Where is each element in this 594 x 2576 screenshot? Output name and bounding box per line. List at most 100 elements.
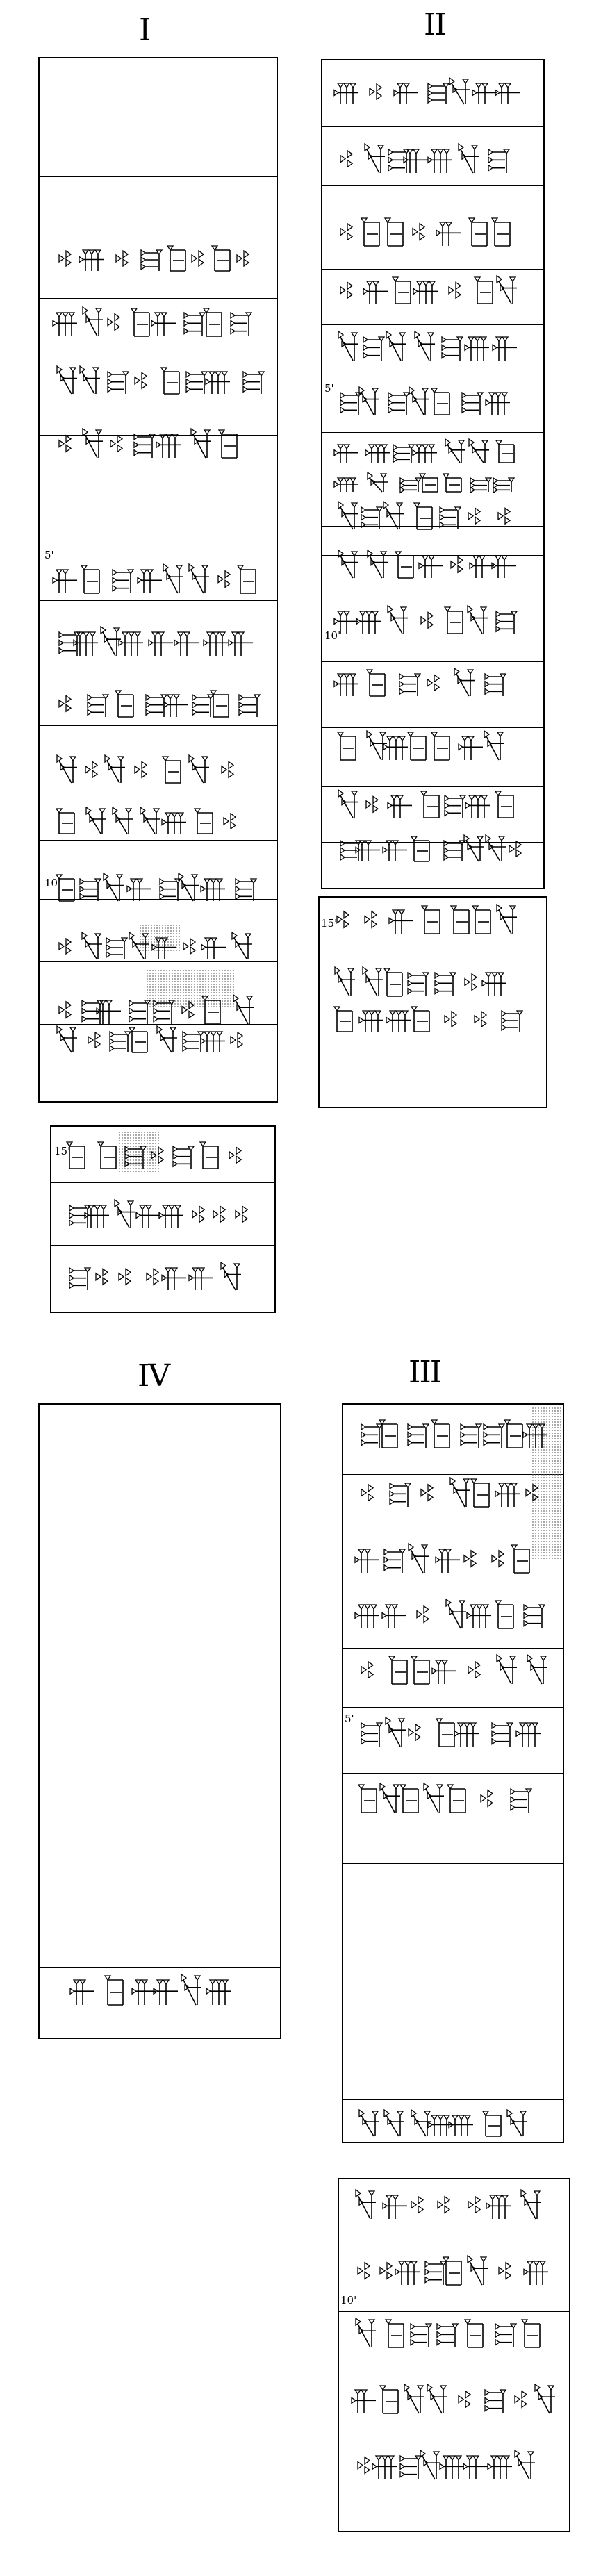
- wedge-head: [493, 481, 499, 489]
- wedge-head: [357, 1604, 365, 1610]
- wedge-head: [140, 1979, 149, 1985]
- wedge-head: [427, 2121, 434, 2129]
- wedge-head: [233, 1263, 241, 1269]
- wedge-head: [172, 694, 181, 700]
- wedge-head: [83, 1267, 92, 1273]
- wedge-head: [442, 2256, 450, 2263]
- wedge-head: [406, 149, 414, 155]
- wedge-head: [133, 441, 140, 449]
- line-divider: [40, 961, 277, 962]
- wedge-head: [397, 909, 406, 916]
- wedge-head: [496, 1653, 503, 1663]
- wedge-head: [399, 2454, 406, 2463]
- wedge-head: [183, 941, 190, 951]
- wedge-head: [340, 846, 346, 854]
- wedge-head: [69, 1266, 75, 1275]
- wedge-stroke: [88, 812, 101, 834]
- wedge-head: [495, 2338, 501, 2346]
- wedge-head: [69, 367, 77, 373]
- wedge-head: [427, 96, 434, 104]
- wedge-head: [412, 395, 418, 403]
- wedge-head: [504, 507, 511, 516]
- wedge-head: [427, 620, 434, 629]
- wedge-head: [205, 378, 211, 386]
- wedge-head: [468, 217, 476, 224]
- line-number: 10': [44, 877, 61, 889]
- wedge-head: [436, 2322, 443, 2331]
- wedge-head: [351, 2397, 357, 2404]
- wedge-head: [396, 795, 404, 801]
- wedge-head: [365, 669, 374, 675]
- wedge-head: [92, 769, 99, 779]
- wedge-head: [510, 1787, 516, 1796]
- wedge-head: [146, 1272, 153, 1282]
- wedge-head: [220, 371, 229, 377]
- wedge-head: [501, 1016, 507, 1025]
- wedge-head: [237, 1031, 244, 1041]
- wedge-head: [357, 1549, 365, 1555]
- wedge-head: [427, 2383, 434, 2393]
- wedge-head: [166, 245, 174, 251]
- wedge-head: [399, 672, 405, 681]
- wedge-head: [354, 1612, 361, 1619]
- wedge-head: [501, 1009, 507, 1018]
- wedge-head: [443, 853, 449, 861]
- wedge-head: [87, 701, 93, 709]
- wedge-head: [386, 736, 394, 742]
- wedge-head: [361, 1431, 367, 1439]
- wedge-head: [427, 1493, 434, 1502]
- wedge-head: [510, 611, 518, 617]
- wedge-head: [468, 1665, 475, 1674]
- wedge-head: [520, 2188, 527, 2198]
- wedge-head: [383, 968, 391, 974]
- wedge-head: [65, 937, 72, 947]
- wedge-head: [369, 87, 376, 97]
- wedge-head: [458, 142, 465, 152]
- wedge-head: [379, 551, 388, 557]
- wedge-head: [496, 2455, 504, 2461]
- wedge-head: [85, 765, 92, 775]
- wedge-head: [126, 885, 133, 893]
- wedge-head: [388, 164, 394, 172]
- wedge-stroke: [84, 312, 98, 337]
- wedge-head: [65, 249, 72, 259]
- wedge-head: [523, 1612, 529, 1619]
- wedge-head: [178, 872, 185, 882]
- wedge-head: [257, 371, 265, 377]
- wedge-head: [467, 843, 473, 851]
- wedge-head: [486, 2202, 492, 2210]
- wedge-head: [470, 2264, 477, 2272]
- wedge-head: [187, 1146, 195, 1152]
- wedge-head: [538, 1604, 546, 1610]
- wedge-head: [238, 709, 245, 716]
- wedge-head: [235, 893, 241, 900]
- wedge-head: [461, 152, 468, 160]
- wedge-head: [213, 1209, 220, 1219]
- wedge-head: [407, 987, 413, 995]
- wedge-head: [198, 249, 205, 259]
- wedge-head: [395, 502, 404, 509]
- wedge-stroke: [84, 434, 98, 459]
- wedge-head: [420, 616, 427, 625]
- wedge-head: [58, 639, 65, 647]
- wedge-head: [395, 2268, 401, 2276]
- wedge-head: [473, 276, 481, 283]
- wedge-head: [497, 1483, 506, 1489]
- wedge-head: [379, 1782, 386, 1792]
- wedge-head: [364, 2456, 371, 2466]
- wedge-head: [237, 1039, 244, 1049]
- wedge-head: [488, 2195, 497, 2201]
- wedge-head: [456, 1722, 465, 1728]
- wedge-head: [126, 569, 135, 575]
- wedge-head: [484, 2388, 490, 2397]
- column-numeral-I: I: [139, 13, 151, 48]
- wedge-head: [496, 732, 504, 738]
- wedge-head: [200, 885, 206, 893]
- wedge-head: [108, 763, 114, 771]
- wedge-head: [117, 756, 125, 762]
- wedge-head: [495, 610, 502, 618]
- wedge-head: [347, 149, 354, 159]
- wedge-head: [224, 570, 231, 579]
- wedge-head: [154, 312, 162, 318]
- wedge-head: [521, 2400, 528, 2409]
